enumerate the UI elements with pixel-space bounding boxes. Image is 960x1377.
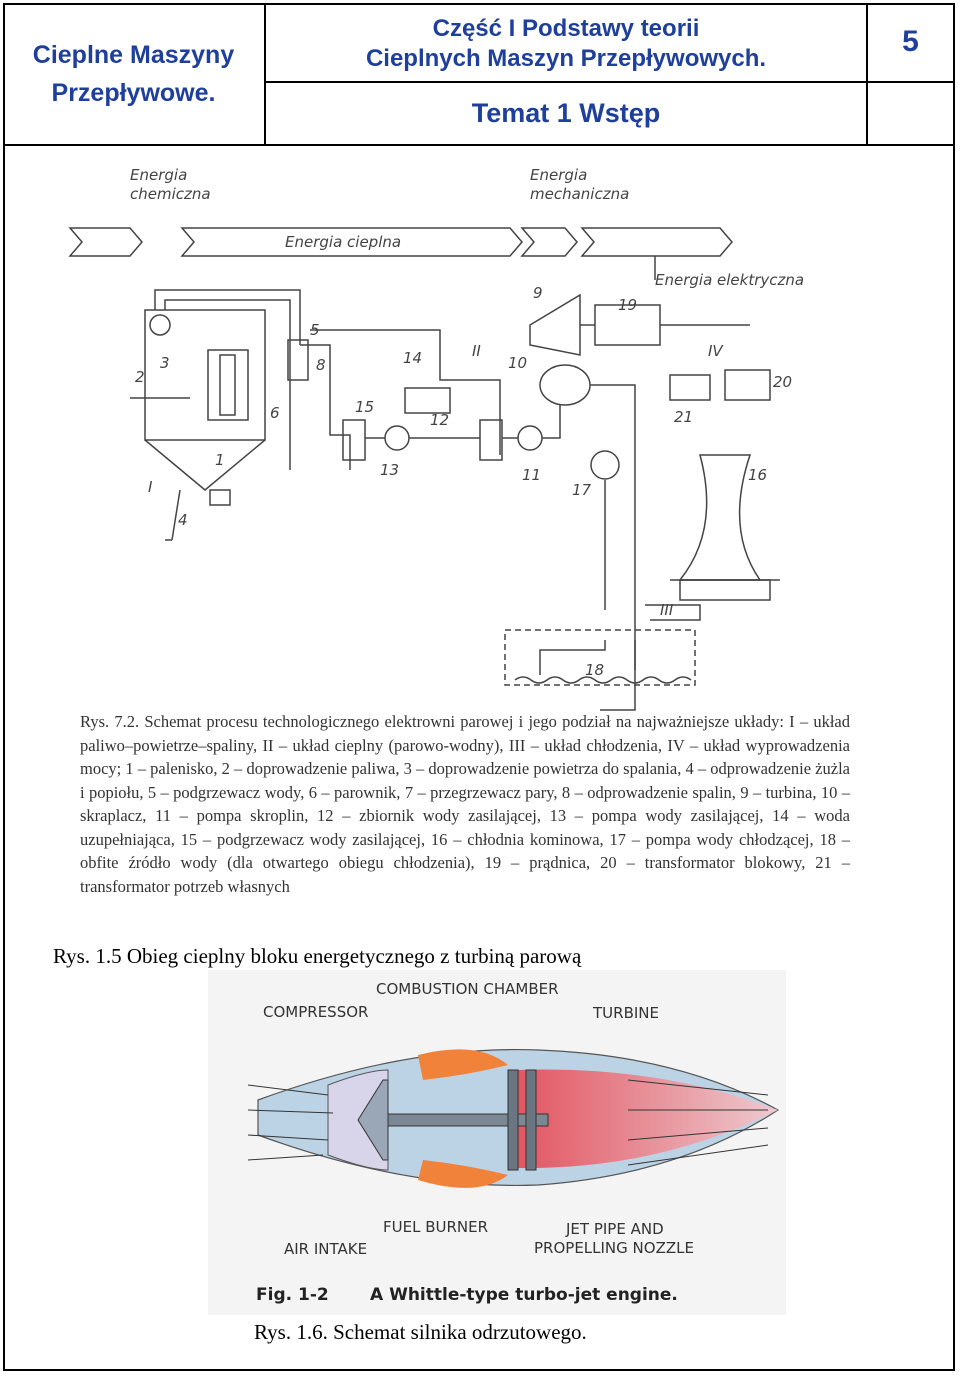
energy-arrow-elec: [580, 227, 733, 257]
num-15: 15: [355, 398, 374, 416]
num-1: 1: [215, 451, 225, 469]
roman-I: I: [148, 478, 153, 496]
fig-label: Fig. 1-2: [256, 1285, 329, 1305]
num-12: 12: [430, 411, 449, 429]
section-title-line2: Cieplnych Maszyn Przepływowych.: [365, 45, 767, 72]
label-jet-pipe: JET PIPE AND: [565, 1220, 664, 1238]
num-2: 2: [135, 368, 145, 386]
label-energia-mechaniczna-2: mechaniczna: [530, 185, 629, 203]
num-4: 4: [178, 511, 188, 529]
label-turbine: TURBINE: [592, 1004, 659, 1022]
label-air-intake: AIR INTAKE: [284, 1240, 367, 1258]
roman-II: II: [472, 342, 481, 360]
page-number: 5: [868, 3, 953, 83]
energy-arrow-mech: [520, 227, 578, 257]
label-energia-elektryczna: Energia elektryczna: [655, 271, 804, 289]
flame-bottom: [418, 1160, 508, 1188]
figure2-caption: Rys. 1.6. Schemat silnika odrzutowego.: [254, 1320, 587, 1344]
num-5: 5: [310, 321, 320, 339]
section-title-line1: Część I Podstawy teorii: [432, 15, 700, 42]
num-8: 8: [316, 356, 326, 374]
num-6: 6: [270, 404, 280, 422]
num-16: 16: [748, 466, 767, 484]
turbine-disc-1: [507, 1069, 519, 1171]
topic-title: Temat 1 Wstęp: [471, 98, 661, 128]
label-propelling-nozzle: PROPELLING NOZZLE: [534, 1239, 694, 1257]
num-10: 10: [508, 354, 527, 372]
energy-arrow-chemical: [68, 227, 143, 257]
turbine: [529, 293, 581, 356]
num-9: 9: [533, 284, 543, 302]
boiler: [144, 309, 266, 441]
turbojet-diagram: COMBUSTION CHAMBER COMPRESSOR TURBINE FU…: [208, 970, 786, 1315]
exhaust-flow: [518, 1069, 778, 1169]
figure1-legend: Rys. 7.2. Schemat procesu technologiczne…: [80, 712, 850, 896]
fig-title: A Whittle-type turbo-jet engine.: [370, 1285, 678, 1305]
roman-IV: IV: [708, 342, 724, 360]
section-title: Część I Podstawy teorii Cieplnych Maszyn…: [266, 3, 866, 83]
label-energia-mechaniczna-1: Energia: [530, 166, 587, 184]
turbine-disc-2: [525, 1069, 537, 1171]
num-19: 19: [618, 296, 637, 314]
num-20: 20: [773, 373, 792, 391]
shaft: [387, 1113, 549, 1127]
num-17: 17: [572, 481, 592, 499]
label-energia-chemiczna-2: chemiczna: [130, 185, 211, 203]
feed-tank: [404, 387, 451, 414]
label-energia-cieplna: Energia cieplna: [285, 233, 401, 251]
figure1-caption: Rys. 1.5 Obieg cieplny bloku energetyczn…: [53, 944, 582, 968]
num-11: 11: [522, 466, 541, 484]
course-title-line2: Przepływowe.: [51, 78, 216, 107]
roman-III: III: [660, 601, 674, 619]
flame-top: [418, 1049, 508, 1080]
label-fuel-burner: FUEL BURNER: [383, 1218, 488, 1236]
page-frame: [3, 3, 955, 1371]
num-18: 18: [585, 661, 604, 679]
num-21: 21: [674, 408, 693, 426]
num-14: 14: [403, 349, 422, 367]
header-section: Część I Podstawy teorii Cieplnych Maszyn…: [266, 3, 868, 144]
energy-arrow-thermal: [180, 227, 523, 257]
num-13: 13: [380, 461, 399, 479]
course-title-line1: Cieplne Maszyny: [32, 40, 235, 69]
label-combustion-chamber: COMBUSTION CHAMBER: [376, 980, 559, 998]
label-energia-chemiczna-1: Energia: [130, 166, 187, 184]
steam-plant-diagram: Energia chemiczna Energia mechaniczna En…: [68, 166, 804, 711]
num-3: 3: [160, 354, 170, 372]
label-compressor: COMPRESSOR: [263, 1003, 368, 1021]
